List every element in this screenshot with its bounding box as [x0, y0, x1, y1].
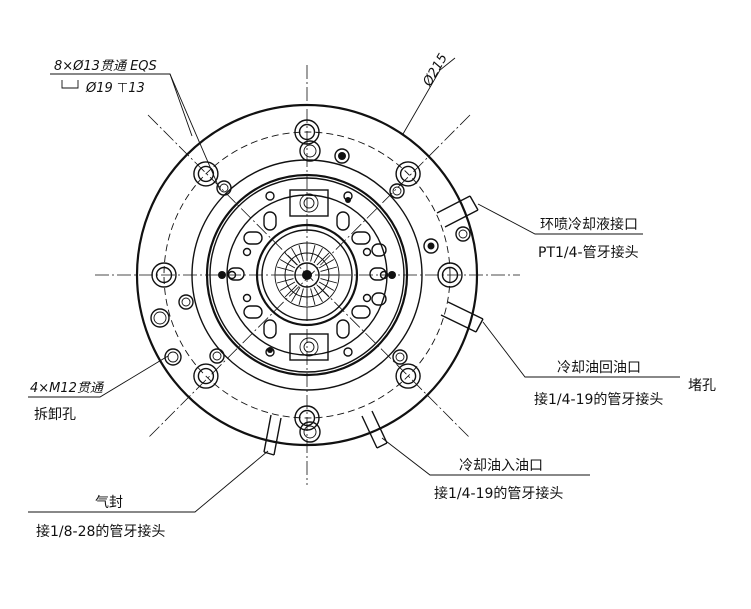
spindle-ribs: [276, 244, 338, 306]
rib-line: [298, 244, 304, 262]
rib-line: [310, 288, 316, 306]
callouts: 8×Ø13贯通 EQS Ø19 ⊤13 Ø215 环喷冷却液接口 PT1/4-管…: [30, 51, 716, 540]
bolt-hole: [298, 409, 316, 427]
bolt-hole: [298, 123, 316, 141]
rib-line: [316, 284, 330, 298]
rib-line: [320, 278, 338, 284]
slot-ring: [218, 191, 396, 357]
rib-line: [276, 278, 294, 284]
bolt-hole: [437, 262, 463, 288]
rib-line: [284, 252, 298, 266]
m12-holes-sublabel: 拆卸孔: [34, 407, 76, 423]
rib-line: [313, 286, 323, 303]
leader-lines: [28, 57, 680, 513]
rib-line: [279, 259, 296, 269]
rib-line: [316, 252, 330, 266]
ring-spray-title: 环喷冷却液接口: [540, 216, 638, 233]
rib-line: [320, 266, 338, 272]
through-holes-label: 8×Ø13贯通 EQS: [54, 59, 157, 74]
oil-return-spec: 接1/4-19的管牙接头: [534, 391, 663, 408]
m12-holes-label: 4×M12贯通: [30, 381, 105, 396]
oil-inlet-spec: 接1/4-19的管牙接头: [434, 485, 563, 502]
bolt-hole: [151, 262, 177, 288]
rib-line: [291, 247, 301, 264]
bolt-hole: [197, 367, 215, 385]
bolt-hole: [193, 363, 219, 389]
rib-line: [318, 259, 335, 269]
rib-line: [313, 247, 323, 264]
bolt-hole: [294, 119, 320, 145]
bolt-hole: [441, 266, 459, 284]
bolt-hole: [399, 165, 417, 183]
bolt-hole: [395, 161, 421, 187]
rib-line: [284, 284, 298, 298]
air-seal-spec: 接1/8-28的管牙接头: [36, 523, 165, 540]
inner-holes: [150, 140, 471, 443]
ring-spray-spec: PT1/4-管牙接头: [538, 244, 639, 261]
bolt-hole: [395, 363, 421, 389]
rib-line: [279, 281, 296, 291]
rib-line: [291, 286, 301, 303]
bolt-hole: [193, 161, 219, 187]
plug-hole-label: 堵孔: [688, 378, 716, 394]
bolt-hole: [399, 367, 417, 385]
diameter-label: Ø215: [420, 51, 451, 90]
bolt-hole: [294, 405, 320, 431]
oil-return-title: 冷却油回油口: [557, 360, 641, 376]
rib-line: [298, 288, 304, 306]
rib-line: [318, 281, 335, 291]
port-fittings: [263, 195, 484, 456]
bolt-hole: [155, 266, 173, 284]
rib-line: [310, 244, 316, 262]
rib-line: [276, 266, 294, 272]
pockets: [289, 189, 329, 361]
air-seal-title: 气封: [95, 495, 123, 511]
counterbore-label: Ø19 ⊤13: [85, 81, 145, 96]
through-holes-8x: [151, 119, 463, 431]
oil-inlet-title: 冷却油入油口: [459, 458, 543, 474]
counterbore-symbol: [61, 80, 79, 89]
